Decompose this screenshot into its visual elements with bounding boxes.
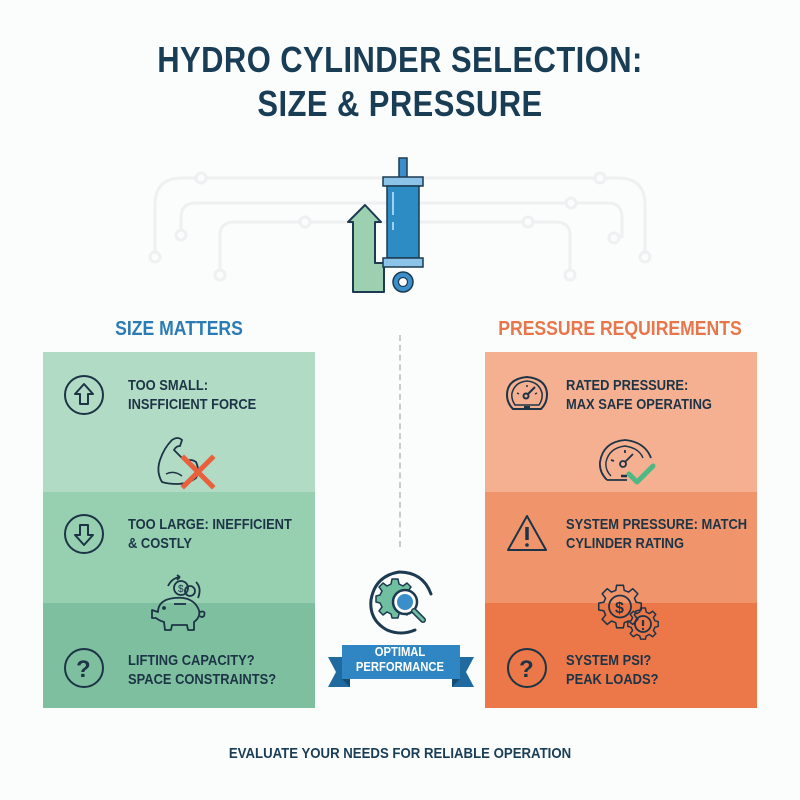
svg-text:?: ? bbox=[76, 656, 91, 683]
size-matters-panel bbox=[43, 352, 315, 708]
center-divider bbox=[399, 335, 401, 547]
svg-text:$: $ bbox=[615, 600, 624, 617]
too-large-text: TOO LARGE: INEFFICIENT & COSTLY bbox=[128, 516, 292, 552]
optimal-performance-ribbon bbox=[328, 645, 474, 687]
warning-triangle-icon bbox=[507, 515, 547, 551]
optimal-performance-label: OPTIMAL PERFORMANCE bbox=[355, 645, 445, 674]
svg-text:$: $ bbox=[178, 584, 184, 595]
gears-dollar-alert-icon: $ bbox=[597, 584, 659, 640]
flexed-arm-x-icon bbox=[157, 437, 216, 490]
question-circle-icon: ? bbox=[507, 648, 547, 688]
down-arrow-circle-icon bbox=[64, 514, 104, 554]
piggy-bank-coins-icon: $ bbox=[151, 574, 206, 631]
question-circle-icon: ? bbox=[64, 648, 104, 688]
footer-text: EVALUATE YOUR NEEDS FOR RELIABLE OPERATI… bbox=[228, 745, 572, 762]
too-small-text: TOO SMALL: INSFFICIENT FORCE bbox=[128, 377, 257, 413]
hydraulic-cylinder-icon bbox=[347, 157, 424, 293]
panel-section-too-large bbox=[43, 492, 315, 603]
svg-text:?: ? bbox=[519, 656, 534, 683]
page-title: HYDRO CYLINDER SELECTION: SIZE & PRESSUR… bbox=[56, 38, 744, 126]
system-pressure-text: SYSTEM PRESSURE: MATCH CYLINDER RATING bbox=[566, 516, 748, 552]
gauge-check-icon bbox=[598, 439, 656, 485]
pressure-gauge-icon bbox=[506, 376, 548, 410]
lifting-capacity-text: LIFTING CAPACITY? SPACE CONSTRAINTS? bbox=[128, 652, 277, 688]
gear-magnifier-icon bbox=[369, 570, 433, 635]
size-matters-heading: SIZE MATTERS bbox=[115, 318, 243, 340]
panel-section-rated-pressure bbox=[485, 352, 757, 492]
title-line-1: HYDRO CYLINDER SELECTION: bbox=[157, 39, 643, 80]
panel-section-questions bbox=[485, 603, 757, 708]
up-arrow-circle-icon bbox=[64, 375, 104, 415]
rated-pressure-text: RATED PRESSURE: MAX SAFE OPERATING bbox=[566, 377, 712, 413]
title-line-2: SIZE & PRESSURE bbox=[257, 83, 543, 124]
pressure-requirements-panel bbox=[485, 352, 757, 708]
up-arrow-icon bbox=[347, 204, 385, 293]
pressure-requirements-heading: PRESSURE REQUIREMENTS bbox=[498, 318, 742, 340]
panel-section-questions bbox=[43, 603, 315, 708]
panel-section-system-pressure bbox=[485, 492, 757, 603]
panel-section-too-small bbox=[43, 352, 315, 492]
system-psi-text: SYSTEM PSI? PEAK LOADS? bbox=[566, 652, 659, 688]
